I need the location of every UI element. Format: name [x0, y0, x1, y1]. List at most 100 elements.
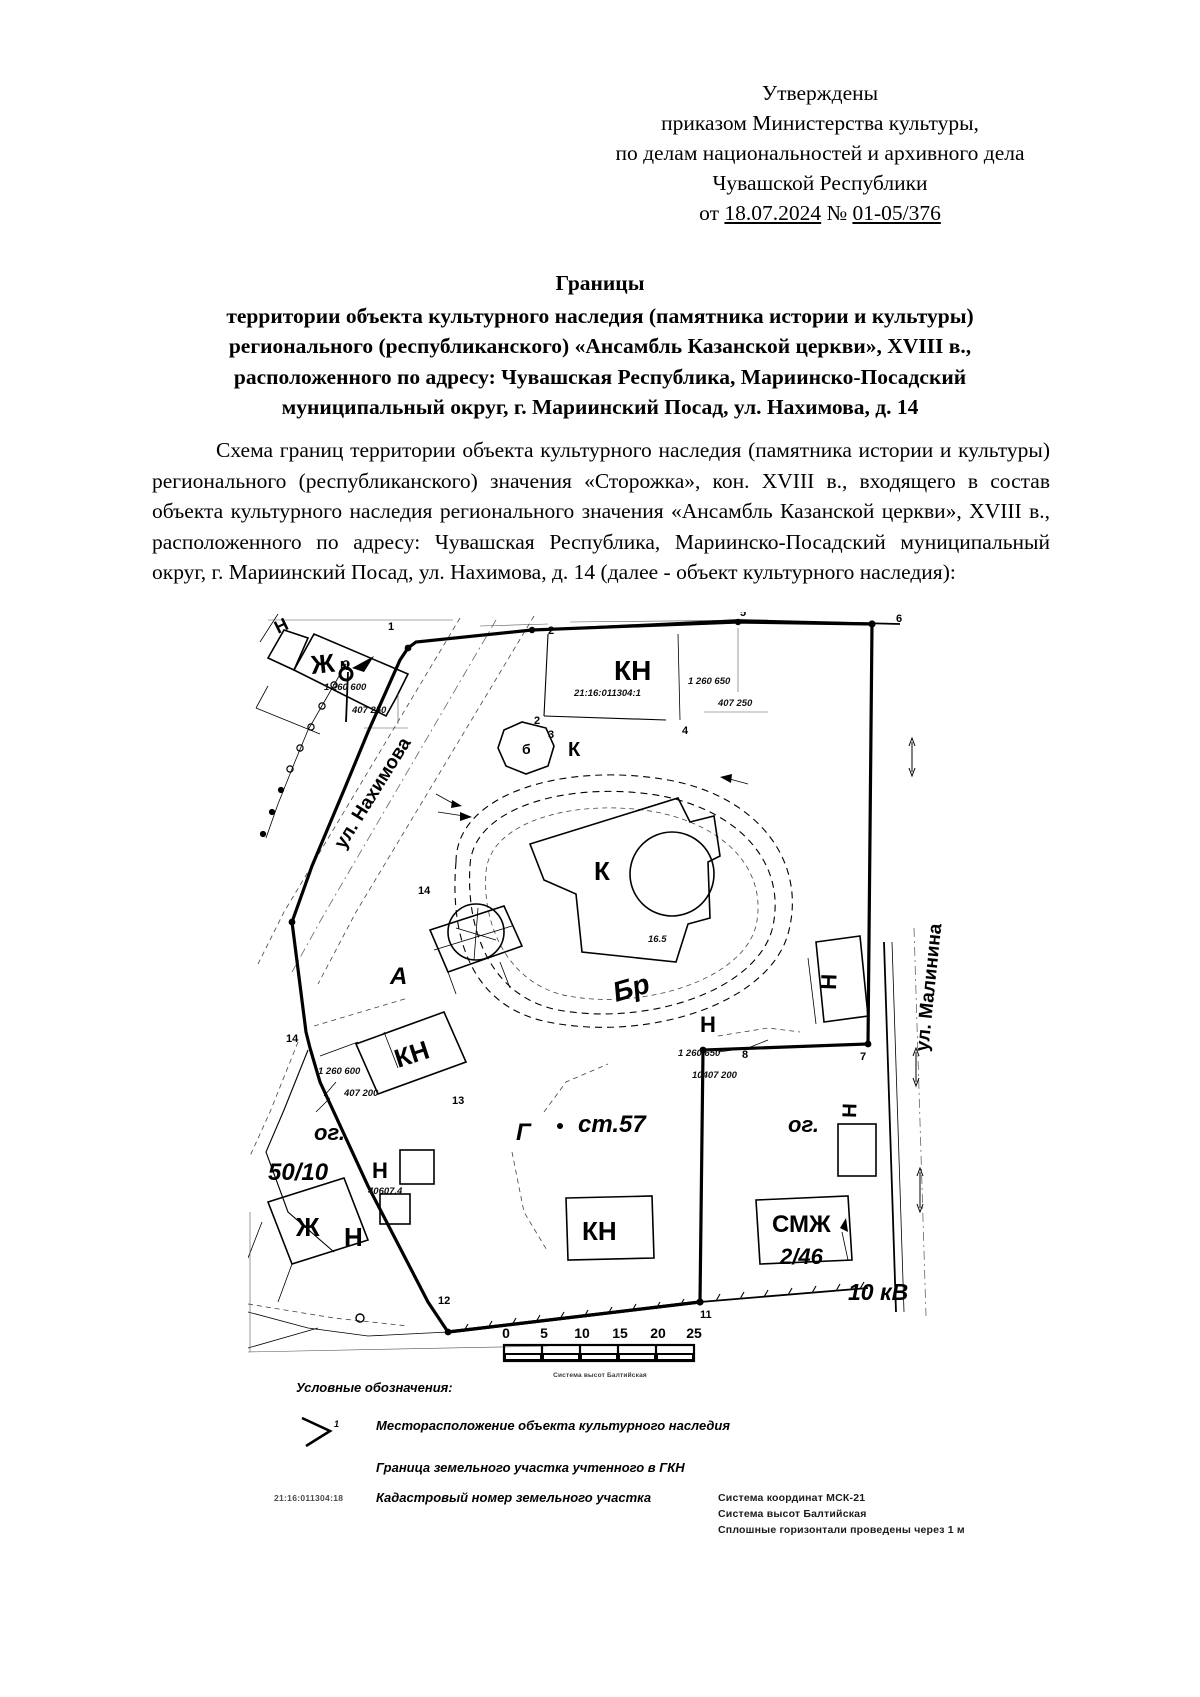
page-title: Границы территории объекта культурного н… [150, 268, 1050, 423]
label-smzh: СМЖ [772, 1211, 831, 1238]
legend-label-cadastral-number: Кадастровый номер земельного участка [376, 1490, 652, 1505]
svg-text:40607.4: 40607.4 [367, 1186, 403, 1197]
scale-tick-15: 15 [612, 1325, 628, 1341]
outbuilding-3 [837, 1123, 877, 1177]
vertex-marker-icon: 1 [296, 1415, 378, 1448]
coord-label-sw-y: 407 200 [343, 1088, 379, 1099]
label-n-left: Н [372, 1158, 388, 1183]
label-chapel: б [522, 741, 531, 757]
coord-label-sw-x: 1 260 600 [318, 1066, 361, 1077]
vertex-5: 5 [740, 612, 746, 619]
north-arrow-icon: N [338, 656, 374, 723]
label-n-right-2: Н [700, 1012, 716, 1037]
approval-block: Утверждены приказом Министерства культур… [600, 78, 1040, 228]
scale-bar-caption: Система высот Балтийская [553, 1372, 647, 1379]
vertex-14-lower: 14 [286, 1033, 299, 1045]
scale-bar-graphic [502, 1343, 698, 1370]
order-number: 01-05/376 [852, 201, 941, 225]
outbuilding-2 [379, 1193, 411, 1225]
label-kn-left: КН [391, 1034, 433, 1073]
note-height-system: Система высот Балтийская [718, 1508, 867, 1520]
legend-item-parcel-boundary: Граница земельного участка учтенного в Г… [296, 1457, 766, 1483]
parcel-boundary-line-icon [296, 1457, 378, 1483]
label-kn-bottom: КН [582, 1216, 617, 1246]
street-label-malinina: ул. Малинина [912, 922, 946, 1052]
label-kn-top: КН [614, 655, 651, 686]
svg-text:21:16:011304:1: 21:16:011304:1 [573, 688, 641, 699]
approval-line-4: Чувашской Республики [712, 171, 928, 195]
scale-tick-20: 20 [650, 1325, 666, 1341]
label-church: К [594, 856, 610, 886]
label-n-right-3: Н [839, 1103, 861, 1118]
label-st57: ст.57 [578, 1111, 647, 1138]
coord-label-nw-x: 1 260 600 [324, 682, 367, 693]
vertex-14-mid: 14 [418, 885, 431, 897]
vertex-1: 1 [388, 621, 394, 633]
coord-label-se-x: 1 260 650 [678, 1048, 721, 1059]
cadastral-map: .ln { fill:none; stroke:#000; stroke-wid… [248, 612, 968, 1372]
label-og-left: ог. [314, 1120, 345, 1145]
scale-tick-5: 5 [540, 1325, 548, 1341]
order-date: 18.07.2024 [724, 201, 822, 225]
note-contour-interval: Сплошные горизонтали проведены через 1 м [718, 1524, 965, 1536]
scale-tick-0: 0 [502, 1325, 510, 1341]
title-line-2: регионального (республиканского) «Ансамб… [228, 334, 972, 358]
approval-line-2: приказом Министерства культуры, [661, 111, 979, 135]
label-g: Г [516, 1119, 532, 1146]
title-heading: Границы [555, 271, 645, 295]
svg-text:4: 4 [682, 725, 689, 737]
label-2-46: 2/46 [779, 1244, 824, 1269]
svg-text:N: N [340, 658, 349, 673]
label-k-chapel: К [568, 739, 581, 761]
vertex-13: 13 [452, 1095, 464, 1107]
body-paragraph: Схема границ территории объекта культурн… [152, 438, 1050, 584]
label-50-10: 50/10 [268, 1159, 329, 1186]
map-svg: .ln { fill:none; stroke:#000; stroke-wid… [248, 612, 946, 1353]
label-br: Бр [609, 968, 653, 1008]
scale-tick-25: 25 [686, 1325, 702, 1341]
label-n-lower: Н [344, 1222, 363, 1252]
svg-text:Н: Н [271, 614, 291, 638]
svg-text:Ж: Ж [308, 648, 336, 680]
label-a: А [389, 963, 407, 990]
svg-text:2: 2 [548, 625, 554, 637]
outbuilding-1 [399, 1149, 435, 1185]
vertex-12: 12 [438, 1295, 450, 1307]
church-rotunda [629, 831, 715, 917]
vertex-6: 6 [896, 613, 902, 625]
well-circle [447, 903, 505, 961]
legend-item-cadastral-number: 21:16:011304:18 Кадастровый номер земель… [274, 1487, 766, 1513]
scale-tick-10: 10 [574, 1325, 590, 1341]
approval-line-1: Утверждены [761, 81, 879, 105]
vertex-7: 7 [860, 1051, 866, 1063]
legend-label-parcel-boundary: Граница земельного участка учтенного в Г… [376, 1460, 685, 1475]
coord-label-se-y: 10407 200 [692, 1070, 738, 1081]
coord-label-ne-y: 407 250 [717, 698, 753, 709]
label-zh-lower: Ж [295, 1212, 320, 1242]
legend-label-heritage-location: Месторасположение объекта культурного на… [376, 1418, 730, 1433]
cadastral-number-sample: 21:16:011304:18 [274, 1493, 344, 1503]
coordinate-system-notes: Система координат МСК-21 Система высот Б… [718, 1490, 965, 1538]
scale-bar-ticks: 0 5 10 15 20 25 [502, 1325, 702, 1343]
order-separator: № [821, 201, 853, 225]
coord-label-ne-x: 1 260 650 [688, 676, 731, 687]
label-n-right-1: Н [816, 973, 842, 990]
legend: Условные обозначения: 1 Месторасположени… [274, 1380, 766, 1517]
scale-bar: 0 5 10 15 20 25 Система высот Балтийская [502, 1325, 702, 1379]
title-line-3: расположенного по адресу: Чувашская Респ… [233, 364, 967, 389]
svg-text:1: 1 [334, 1419, 339, 1429]
legend-title: Условные обозначения: [296, 1380, 453, 1395]
order-prefix: от [699, 201, 725, 225]
title-line-1: территории объекта культурного наследия … [226, 303, 974, 328]
title-line-4: муниципальный округ, г. Мариинский Посад… [281, 395, 919, 419]
label-og-right: ог. [788, 1112, 819, 1137]
svg-text:2: 2 [534, 715, 540, 727]
note-coordinate-system: Система координат МСК-21 [718, 1492, 866, 1504]
approval-line-3: по делам национальностей и архивного дел… [615, 141, 1025, 165]
legend-rows: 1 Месторасположение объекта культурного … [274, 1407, 766, 1517]
vertex-11: 11 [700, 1309, 712, 1321]
svg-text:3: 3 [548, 729, 554, 741]
coord-label-nw-y: 407 250 [351, 705, 387, 716]
approval-order-line: от 18.07.2024 № 01-05/376 [600, 198, 1040, 228]
